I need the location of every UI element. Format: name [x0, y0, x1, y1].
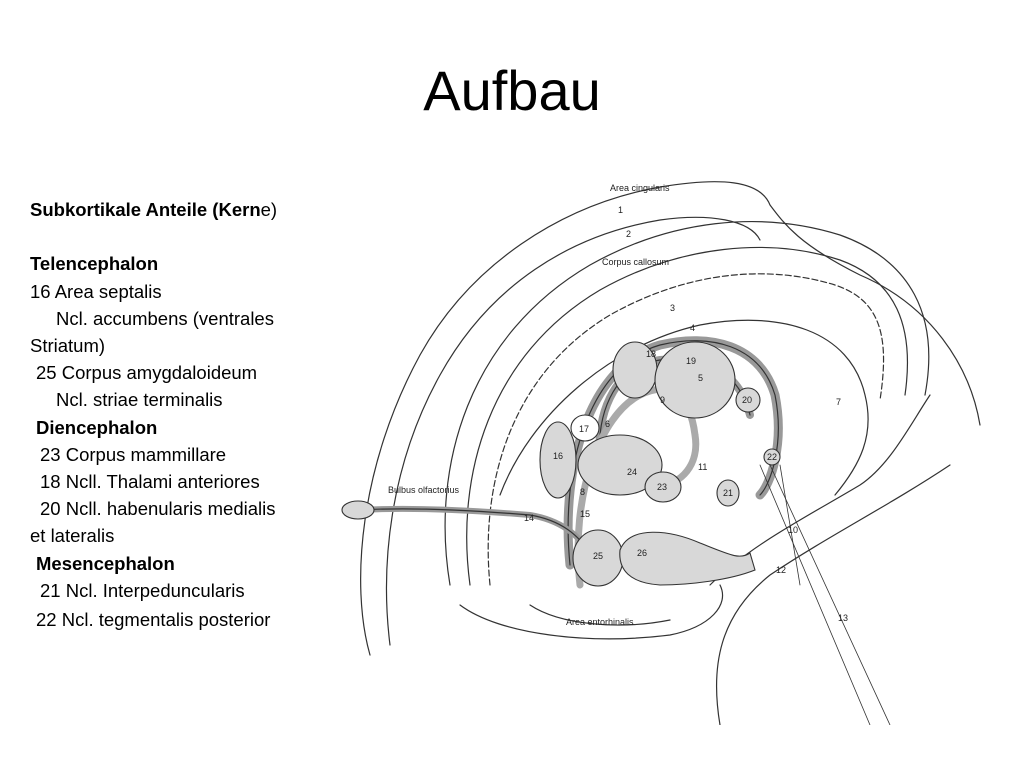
brainstem-back [715, 464, 951, 725]
structure-list: Subkortikale Anteile (Kerne) Telencephal… [30, 196, 320, 633]
item-ncl-accumbens-cont: Striatum) [30, 335, 106, 356]
cortex-outline-inner [385, 216, 761, 646]
mesencephalon-heading: Mesencephalon [36, 552, 175, 574]
marker-7: 7 [836, 397, 841, 407]
nucleus-17 [570, 414, 600, 442]
olfactory-tract-line [359, 508, 591, 556]
marker-13: 13 [838, 613, 848, 623]
marker-19: 19 [686, 356, 696, 366]
heading-rest: e) [260, 199, 278, 220]
nucleus-26 [619, 531, 756, 586]
nucleus-24 [577, 434, 663, 496]
cingulate-arc [444, 221, 930, 586]
marker-10: 10 [788, 525, 798, 535]
marker-15: 15 [580, 509, 590, 519]
spinal-tract-3 [779, 464, 801, 586]
marker-20: 20 [742, 395, 752, 405]
marker-12: 12 [776, 565, 786, 575]
item-area-septalis: 16 Area septalis [30, 280, 162, 302]
marker-9: 9 [660, 395, 665, 405]
nucleus-21 [716, 479, 740, 507]
marker-8: 8 [580, 487, 585, 497]
marker-5: 5 [698, 373, 703, 383]
callosum-base [499, 319, 869, 496]
olfactory-tract [357, 505, 593, 558]
item-corpus-amygdaloideum: 25 Corpus amygdaloideum [36, 362, 258, 384]
diencephalon-heading: Diencephalon [36, 416, 158, 438]
spacer [30, 223, 320, 250]
marker-4: 4 [690, 323, 695, 333]
marker-16: 16 [553, 451, 563, 461]
telencephalon-heading: Telencephalon [30, 253, 159, 275]
olfactory-bulb [341, 500, 375, 520]
item-habenularis-cont: et lateralis [30, 525, 115, 547]
marker-23: 23 [657, 482, 667, 492]
temporal-lobe [459, 584, 724, 640]
nucleus-20 [735, 387, 761, 413]
marker-18: 18 [646, 349, 656, 359]
marker-3: 3 [670, 303, 675, 313]
heading-bold: Subkortikale Anteile (Kern [30, 199, 261, 220]
cortex-outline [360, 181, 981, 656]
nucleus-16 [539, 421, 577, 499]
marker-1: 1 [618, 205, 623, 215]
marker-11: 11 [698, 462, 707, 472]
nucleus-22 [763, 448, 781, 466]
item-corpus-mammillare: 23 Corpus mammillare [40, 443, 227, 465]
item-interpeduncularis: 21 Ncl. Interpeduncularis [40, 579, 245, 601]
label-bulbus-olfactorius: Bulbus olfactorius [388, 485, 460, 495]
marker-24: 24 [627, 467, 637, 477]
nucleus-23 [644, 471, 682, 503]
marker-17: 17 [579, 424, 589, 434]
spinal-tract-2 [769, 464, 891, 725]
item-thalami-anteriores: 18 Ncll. Thalami anteriores [40, 471, 260, 493]
marker-14: 14 [524, 513, 534, 523]
slide-title: Aufbau [423, 59, 601, 122]
item-tegmentalis-posterior: 22 Ncl. tegmentalis posterior [36, 609, 271, 631]
item-habenularis: 20 Ncll. habenularis medialis [40, 498, 276, 520]
marker-26: 26 [637, 548, 647, 558]
corpus-callosum-upper [466, 246, 909, 586]
section-heading: Subkortikale Anteile (Kerne) [30, 196, 320, 223]
fornix-outer-line [567, 340, 779, 566]
marker-22: 22 [767, 452, 777, 462]
item-ncl-accumbens: Ncl. accumbens (ventrales [56, 307, 274, 329]
label-area-entorhinalis: Area entorhinalis [566, 617, 634, 627]
marker-21: 21 [723, 488, 733, 498]
label-corpus-callosum: Corpus callosum [602, 257, 669, 267]
nucleus-19 [654, 341, 736, 419]
limbic-system-diagram: Area cingularis Corpus callosum Bulbus o… [330, 165, 1020, 725]
marker-6: 6 [605, 419, 610, 429]
item-striae-terminalis: Ncl. striae terminalis [56, 389, 223, 411]
entorhinal-area [529, 604, 671, 626]
label-area-cingularis: Area cingularis [610, 183, 670, 193]
spinal-tract-1 [759, 464, 871, 725]
marker-25: 25 [593, 551, 603, 561]
marker-2: 2 [626, 229, 631, 239]
corpus-callosum-lower [487, 273, 885, 586]
diagram-svg: Area cingularis Corpus callosum Bulbus o… [341, 181, 981, 725]
